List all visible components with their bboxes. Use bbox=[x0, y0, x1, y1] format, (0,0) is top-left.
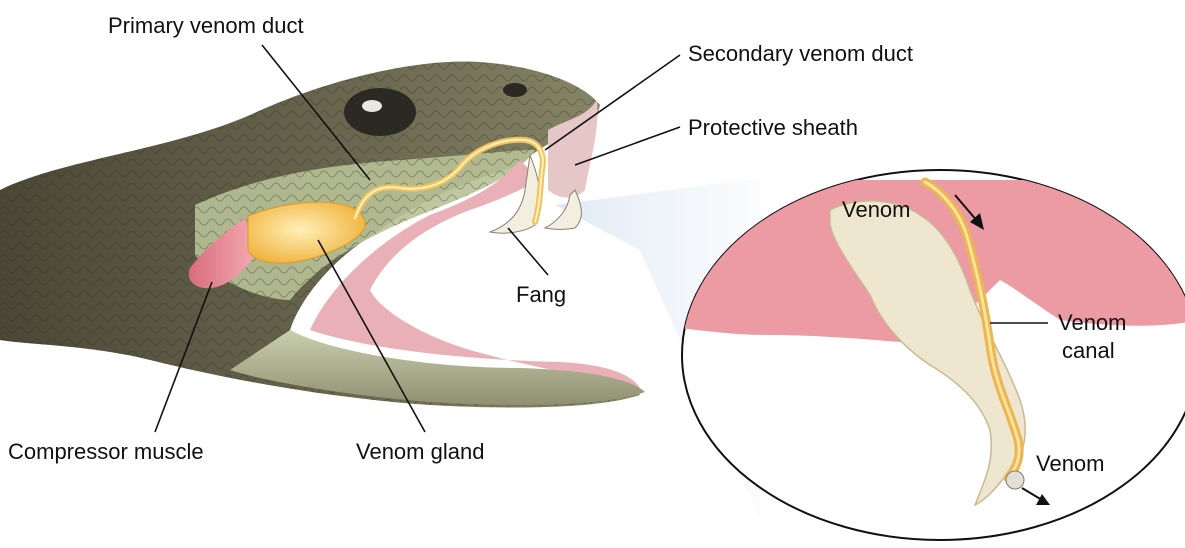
label-secondary-venom-duct: Secondary venom duct bbox=[688, 41, 913, 66]
label-primary-venom-duct: Primary venom duct bbox=[108, 13, 304, 38]
leader-fang bbox=[508, 228, 548, 275]
label-venom-gland: Venom gland bbox=[356, 439, 484, 464]
label-fang: Fang bbox=[516, 282, 566, 307]
label-inset-venom-bottom: Venom bbox=[1036, 451, 1105, 476]
label-protective-sheath: Protective sheath bbox=[688, 115, 858, 140]
label-compressor-muscle: Compressor muscle bbox=[8, 439, 204, 464]
label-inset-venom-top: Venom bbox=[842, 197, 911, 222]
snake-head bbox=[0, 61, 645, 407]
venom-droplet bbox=[1006, 471, 1024, 489]
venom-gland-shape bbox=[248, 202, 365, 263]
label-venom-canal-line2: canal bbox=[1062, 338, 1115, 363]
snake-eye bbox=[344, 88, 416, 136]
label-venom-canal-line1: Venom bbox=[1058, 310, 1127, 335]
snake-nostril bbox=[503, 83, 527, 97]
